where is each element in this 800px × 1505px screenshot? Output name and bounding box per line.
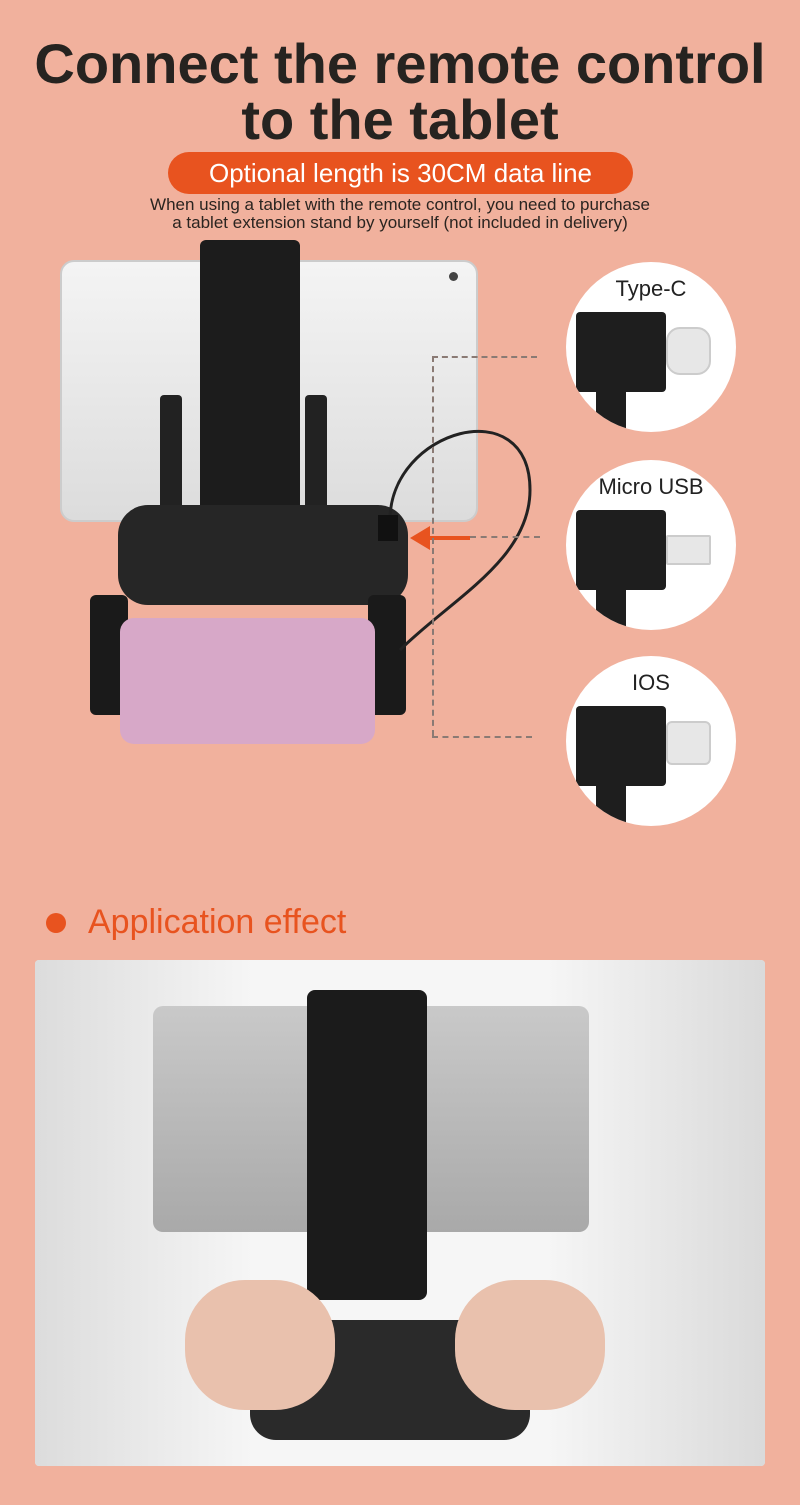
guide-line [432, 356, 537, 358]
page-title: Connect the remote control to the tablet [34, 32, 766, 151]
bullet-dot-icon [46, 912, 66, 933]
guide-line [432, 356, 434, 736]
purchase-note: When using a tablet with the remote cont… [150, 195, 650, 232]
connector-type-c: Type-C [566, 262, 736, 432]
guide-line [470, 536, 540, 538]
hand-left [185, 1280, 335, 1410]
antenna-left [160, 395, 182, 510]
remote-controller [118, 505, 408, 605]
guide-line [432, 736, 532, 738]
tablet-holder-clamp [307, 990, 427, 1300]
tablet-holder-clamp [200, 240, 300, 530]
connector-ios: IOS [566, 656, 736, 826]
data-cable [378, 429, 532, 652]
antenna-right [305, 395, 327, 510]
phone-image [120, 618, 375, 744]
arrow-left-icon [410, 526, 430, 550]
connector-micro-usb: Micro USB [566, 460, 736, 630]
application-photo [35, 960, 765, 1466]
hand-right [455, 1280, 605, 1410]
cable-length-badge: Optional length is 30CM data line [168, 152, 633, 194]
section-heading: Application effect [46, 903, 346, 942]
